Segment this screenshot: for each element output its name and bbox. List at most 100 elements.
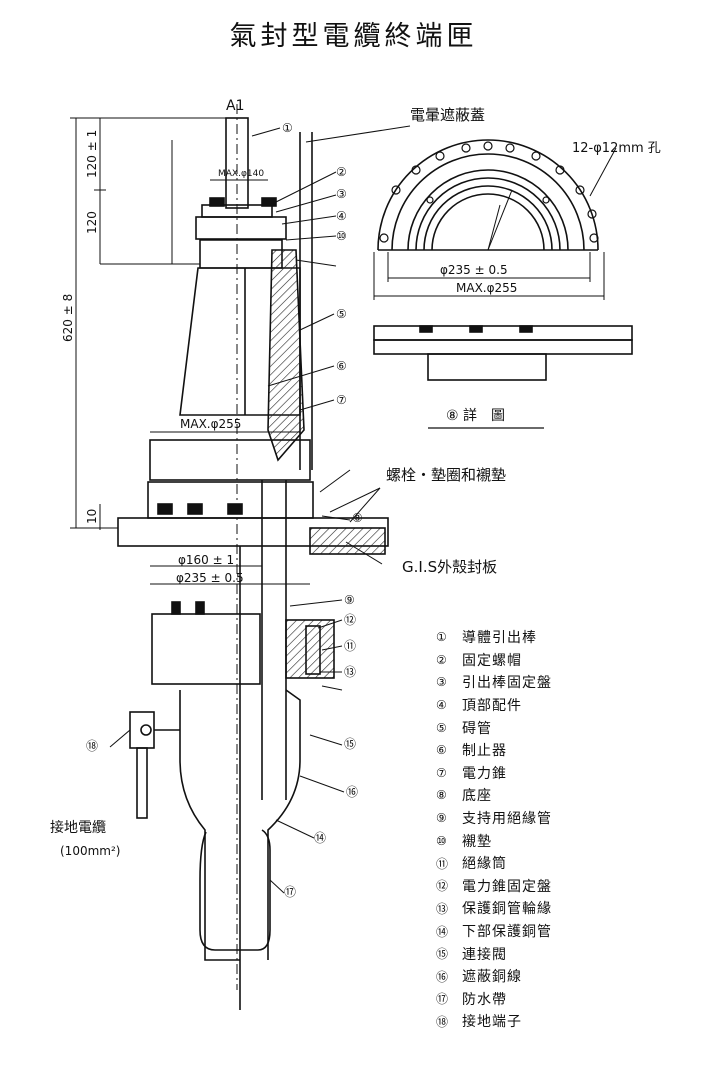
dimension-lines [70,117,310,585]
legend-number: ⑫ [436,879,449,894]
part-9-mark: ⑨ [344,593,355,607]
part-8-mark: ⑧ [352,511,363,525]
part-13-mark: ⑬ [344,665,356,679]
legend-number: ④ [436,698,447,713]
dim-cap-height: 120 [85,211,99,234]
legend-item: ② 固定螺帽 [436,649,696,672]
gis-enclosure-plate [309,527,386,555]
part-11-mark: ⑪ [344,639,356,653]
legend-number: ⑯ [436,969,449,984]
dim-max255-detail: MAX.φ255 [456,281,517,295]
part-18-mark: ⑱ [86,739,98,753]
legend-item: ④ 頂部配件 [436,694,696,717]
legend-text: 連接閥 [462,946,507,963]
legend-item: ③ 引出棒固定盤 [436,671,696,694]
part-17-mark: ⑰ [284,885,296,899]
legend-number: ⑮ [436,947,449,962]
legend-number: ⑩ [436,833,447,848]
legend-item: ⑦ 電力錐 [436,762,696,785]
insulating-cylinder [151,601,335,685]
legend-number: ⑰ [436,992,449,1007]
part-16-mark: ⑯ [346,785,358,799]
dim-max255-main: MAX.φ255 [180,417,241,431]
legend-number: ⑥ [436,743,447,758]
legend-text: 絕緣筒 [462,856,507,873]
part-3-mark: ③ [336,187,347,201]
dim-235-detail: φ235 ± 0.5 [440,263,508,277]
legend-number: ⑭ [436,924,449,939]
legend-item: ⑱ 接地端子 [436,1010,696,1033]
dim-top-gap: 120 ± 1 [85,130,99,178]
legend-text: 固定螺帽 [462,652,522,669]
shield-cover-label: 電暈遮蔽蓋 [410,106,485,124]
legend-number: ⑨ [436,811,447,826]
diagram-title: 氣封型電纜終端匣 [229,21,478,52]
conductor-rod [225,104,249,990]
legend-item: ⑩ 襯墊 [436,829,696,852]
dim-235-main: φ235 ± 0.5 [176,571,244,585]
part-14-mark: ⑭ [314,831,326,845]
legend-text: 防水帶 [462,991,507,1008]
legend-item: ⑧ 底座 [436,784,696,807]
gis-plate-label: G.I.S外殼封板 [402,558,497,576]
part-2-mark: ② [336,165,347,179]
legend-text: 電力錐 [462,765,507,782]
waterproof-tape [199,829,271,951]
legend-item: ⑪ 絕緣筒 [436,852,696,875]
legend-number: ⑪ [436,856,449,871]
part-4-mark: ④ [336,209,347,223]
legend-item: ⑥ 制止器 [436,739,696,762]
legend-text: 接地端子 [462,1014,522,1031]
section-mark: A1 [226,98,244,114]
legend-item: ⑤ 碍管 [436,716,696,739]
support-insulating-tube [239,480,287,1010]
legend-number: ⑦ [436,765,447,780]
legend-number: ⑧ [436,788,447,803]
legend-text: 頂部配件 [462,698,522,715]
lower-protective-tube [179,689,301,961]
legend-text: 遮蔽銅線 [462,969,522,986]
legend-text: 制止器 [462,743,507,760]
legend-number: ③ [436,675,447,690]
legend-item: ⑭ 下部保護銅管 [436,920,696,943]
flange-detail-side-view [373,325,633,429]
flange-bolt-holes [379,141,599,243]
dim-max140: MAX.φ140 [218,169,264,179]
legend-number: ② [436,652,447,667]
holes-label: 12-φ12mm 孔 [572,141,661,156]
legend-item: ⑯ 遮蔽銅線 [436,965,696,988]
ground-cable-label: 接地電纜 [50,819,106,836]
legend-text: 下部保護銅管 [462,924,552,941]
ground-terminal [129,711,180,819]
legend-text: 電力錐固定盤 [462,878,552,895]
legend-text: 襯墊 [462,833,492,850]
part-10-mark-a: ⑩ [336,229,347,243]
legend-number: ⑤ [436,720,447,735]
legend-text: 底座 [462,788,492,805]
stress-cone [267,249,305,462]
dim-base-thickness: 10 [85,509,99,524]
legend-item: ⑫ 電力錐固定盤 [436,875,696,898]
detail-caption: ⑧ 詳 圖 [446,408,505,424]
legend-text: 碍管 [462,720,492,737]
part-6-mark: ⑥ [336,359,347,373]
legend-item: ⑮ 連接閥 [436,942,696,965]
top-fitting [199,239,283,269]
part-5-mark: ⑤ [336,307,347,321]
dim-160: φ160 ± 1 [178,553,234,567]
flange-detail-top-view [373,139,605,300]
part-12-mark: ⑫ [344,613,356,627]
legend-number: ⑱ [436,1014,449,1029]
base-flange [117,439,389,547]
legend-text: 保護銅管輪緣 [462,901,552,918]
fixing-nut [195,197,287,240]
legend-text: 引出棒固定盤 [462,675,552,692]
part-1-mark: ① [282,121,293,135]
dim-total-height: 620 ± 8 [61,294,75,342]
legend-text: 導體引出棒 [462,630,537,647]
